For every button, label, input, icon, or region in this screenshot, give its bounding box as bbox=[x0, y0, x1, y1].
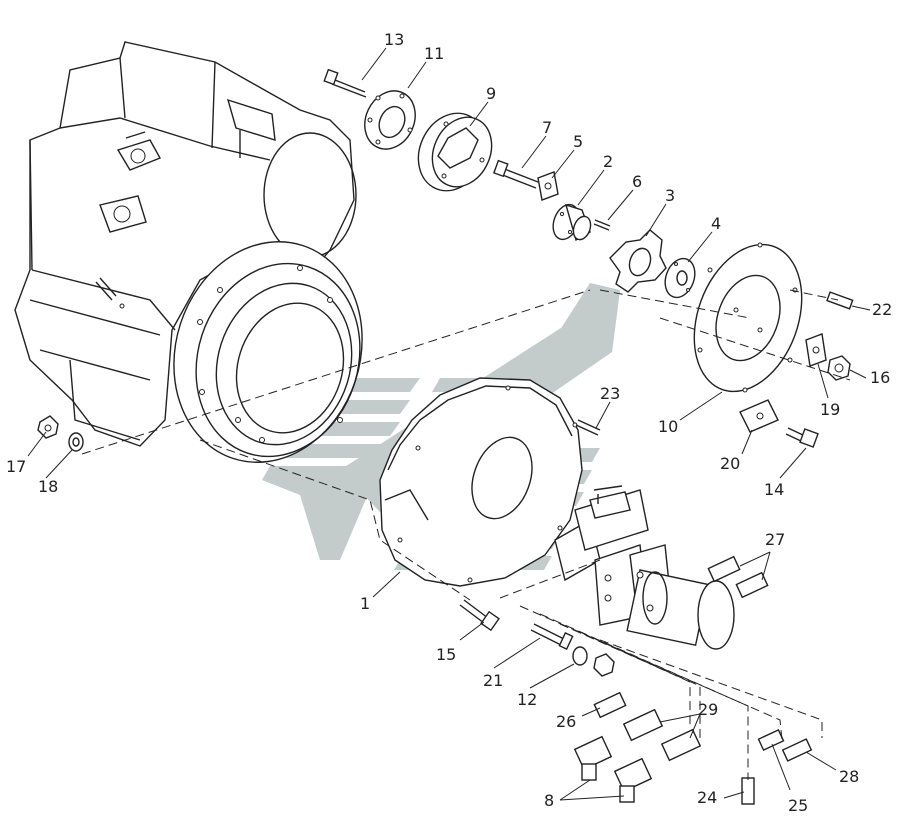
callout-23: 23 bbox=[600, 384, 620, 403]
flywheel-housing-flange bbox=[173, 241, 363, 463]
fitting-27 bbox=[707, 555, 769, 599]
callout-29: 29 bbox=[698, 700, 718, 719]
callout-11: 11 bbox=[424, 44, 444, 63]
spider-3 bbox=[609, 229, 667, 293]
callout-15: 15 bbox=[436, 645, 456, 664]
callout-5: 5 bbox=[573, 132, 583, 151]
callout-8: 8 bbox=[544, 791, 554, 810]
callout-1: 1 bbox=[360, 594, 370, 613]
callout-2: 2 bbox=[603, 152, 613, 171]
fitting-26 bbox=[593, 691, 627, 719]
leader-lines bbox=[27, 47, 871, 801]
callout-labels: 1 2 3 4 5 6 7 8 9 10 11 12 13 14 15 16 1… bbox=[6, 30, 892, 815]
callout-25: 25 bbox=[788, 796, 808, 815]
engine-block bbox=[14, 41, 363, 463]
callout-21: 21 bbox=[483, 671, 503, 690]
bolt-15 bbox=[459, 599, 500, 632]
shim-plate-11 bbox=[364, 90, 416, 150]
bolt-13 bbox=[323, 68, 367, 98]
callout-27: 27 bbox=[765, 530, 785, 549]
callout-19: 19 bbox=[820, 400, 840, 419]
callout-26: 26 bbox=[556, 712, 576, 731]
callout-18: 18 bbox=[38, 477, 58, 496]
callout-7: 7 bbox=[542, 118, 552, 137]
washer-18 bbox=[68, 432, 84, 452]
washer-nut-12 bbox=[572, 646, 615, 677]
callout-28: 28 bbox=[839, 767, 859, 786]
pin-6 bbox=[593, 219, 611, 231]
fitting-24 bbox=[741, 777, 755, 805]
sensor-boss-top bbox=[116, 131, 161, 171]
callout-14: 14 bbox=[764, 480, 784, 499]
callout-24: 24 bbox=[697, 788, 717, 807]
nut-17 bbox=[37, 415, 59, 439]
adapter-housing bbox=[379, 377, 583, 587]
callout-16: 16 bbox=[870, 368, 890, 387]
callout-10: 10 bbox=[658, 417, 678, 436]
coupling-disc-9 bbox=[417, 112, 493, 192]
fitting-29 bbox=[622, 708, 702, 762]
stud-21 bbox=[530, 623, 574, 650]
pin-22 bbox=[826, 291, 854, 310]
stud-23 bbox=[575, 419, 601, 436]
callout-3: 3 bbox=[665, 186, 675, 205]
callout-17: 17 bbox=[6, 457, 26, 476]
callout-12: 12 bbox=[517, 690, 537, 709]
callout-6: 6 bbox=[632, 172, 642, 191]
assembly-dash-lines bbox=[81, 289, 851, 780]
callout-9: 9 bbox=[486, 84, 496, 103]
callout-13: 13 bbox=[384, 30, 404, 49]
plate-20 bbox=[739, 399, 779, 433]
fitting-25 bbox=[757, 728, 785, 752]
bolt-14 bbox=[785, 427, 819, 448]
hydraulic-pump bbox=[554, 485, 735, 650]
sensor-boss-side bbox=[99, 195, 147, 233]
fitting-28 bbox=[781, 738, 813, 762]
hub-2 bbox=[552, 203, 592, 242]
callout-22: 22 bbox=[872, 300, 892, 319]
bolt-7 bbox=[493, 159, 539, 189]
elbow-8 bbox=[573, 735, 653, 803]
washer-19 bbox=[805, 333, 827, 367]
callout-4: 4 bbox=[711, 214, 721, 233]
flywheel-plate-10 bbox=[693, 242, 803, 393]
callout-20: 20 bbox=[720, 454, 740, 473]
washer-5 bbox=[537, 171, 559, 201]
hub-4 bbox=[664, 257, 696, 299]
nut-16 bbox=[827, 355, 851, 381]
